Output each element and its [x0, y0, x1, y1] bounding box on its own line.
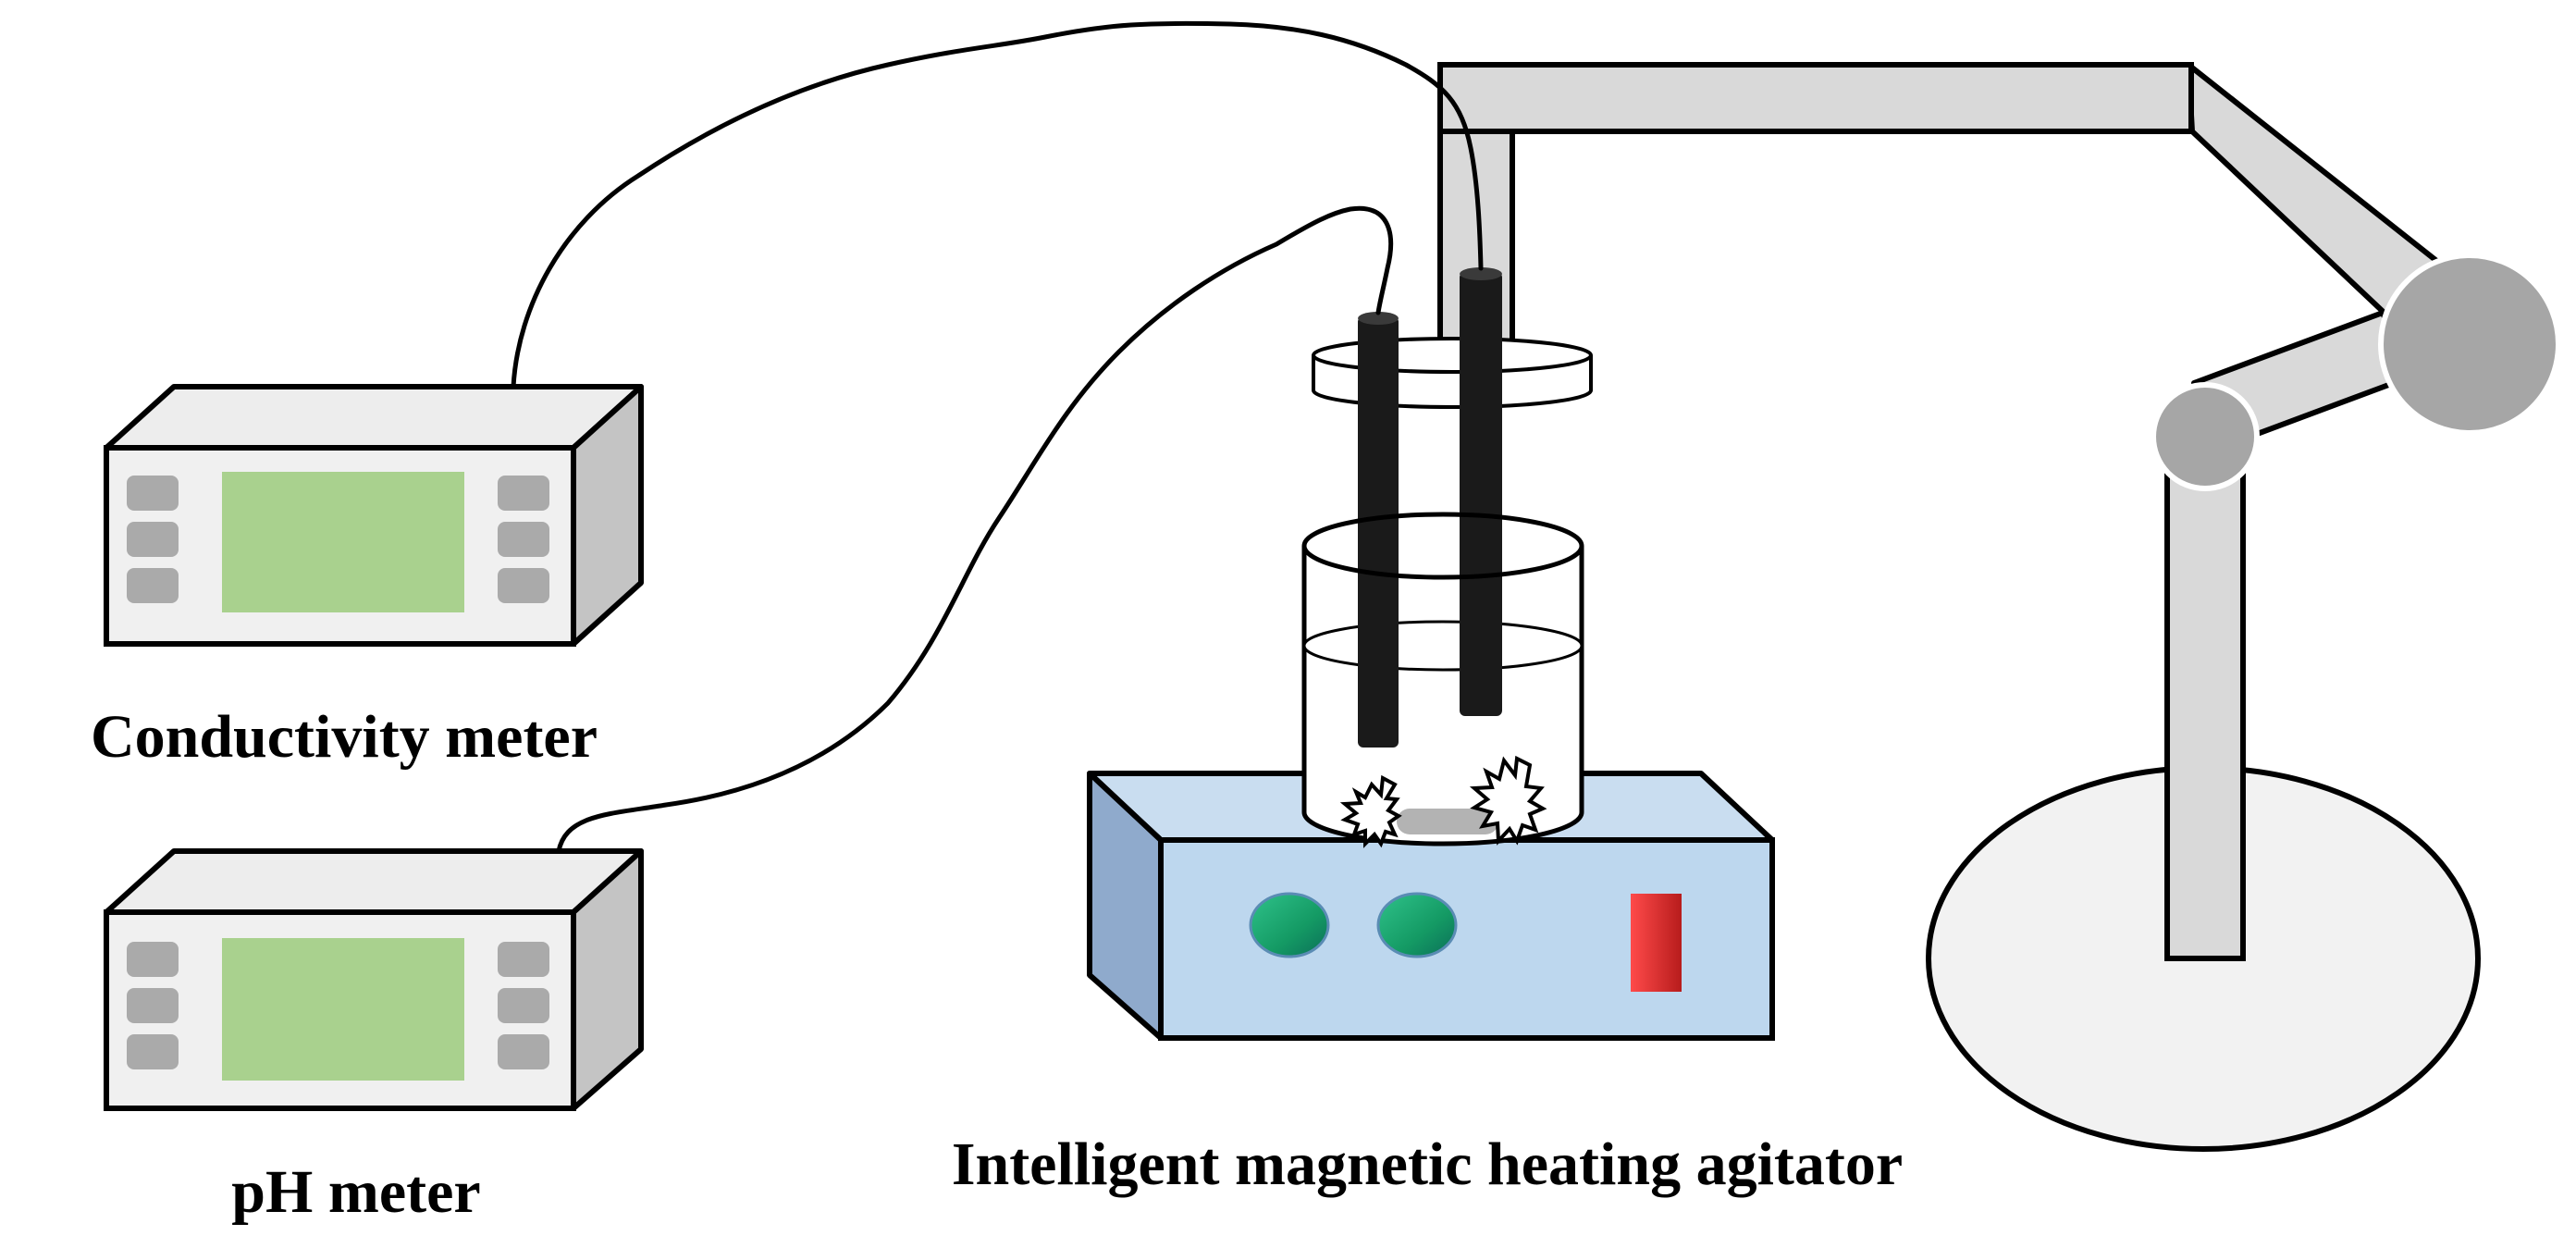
bubble-burst-icon	[1339, 774, 1402, 848]
bubble-burst-icon	[1469, 755, 1547, 846]
electrode-holder	[1312, 337, 1593, 409]
conductivity-meter	[104, 384, 644, 647]
cable-conductivity	[511, 20, 1484, 389]
conductivity-meter-button	[127, 522, 179, 557]
ph-meter-top	[104, 848, 644, 915]
ph-meter-button	[498, 988, 549, 1023]
ph-meter-button	[498, 942, 549, 977]
agitator-knob-left[interactable]	[1249, 892, 1330, 958]
conductivity-meter-screen	[222, 472, 464, 612]
conductivity-meter-label: Conductivity meter	[91, 703, 598, 771]
conductivity-meter-button	[127, 568, 179, 603]
lab-stand	[1437, 62, 2561, 1152]
conductivity-meter-button	[498, 476, 549, 511]
ph-meter-button	[127, 942, 179, 977]
ph-meter-button	[127, 1034, 179, 1069]
stand-rod	[2164, 451, 2246, 961]
electrode-left	[1358, 316, 1399, 748]
cable-ph	[556, 205, 1394, 854]
conductivity-meter-button	[498, 568, 549, 603]
electrode-holder-top	[1312, 337, 1593, 374]
electrode-right-cap	[1460, 267, 1502, 280]
agitator-knob-right[interactable]	[1376, 892, 1458, 958]
conductivity-meter-button	[498, 522, 549, 557]
electrode-left-cap	[1358, 312, 1399, 325]
electrodes	[1358, 267, 1502, 748]
ph-meter	[104, 848, 644, 1111]
stand-joint-large	[2378, 253, 2561, 436]
beaker	[1301, 546, 1584, 846]
agitator-label: Intelligent magnetic heating agitator	[952, 1131, 1903, 1198]
ph-meter-label: pH meter	[231, 1158, 480, 1226]
agitator-power-switch[interactable]	[1631, 894, 1682, 992]
conductivity-meter-top	[104, 384, 644, 451]
stand-joint-small	[2151, 382, 2260, 491]
stand-top-arm	[1437, 62, 2194, 134]
solution-surface	[1302, 620, 1584, 672]
ph-meter-screen	[222, 938, 464, 1081]
stir-bar	[1397, 809, 1498, 834]
beaker-body	[1301, 546, 1584, 846]
ph-meter-button	[127, 988, 179, 1023]
ph-meter-button	[498, 1034, 549, 1069]
conductivity-meter-button	[127, 476, 179, 511]
beaker-rim	[1301, 512, 1584, 580]
electrode-right	[1460, 272, 1502, 716]
